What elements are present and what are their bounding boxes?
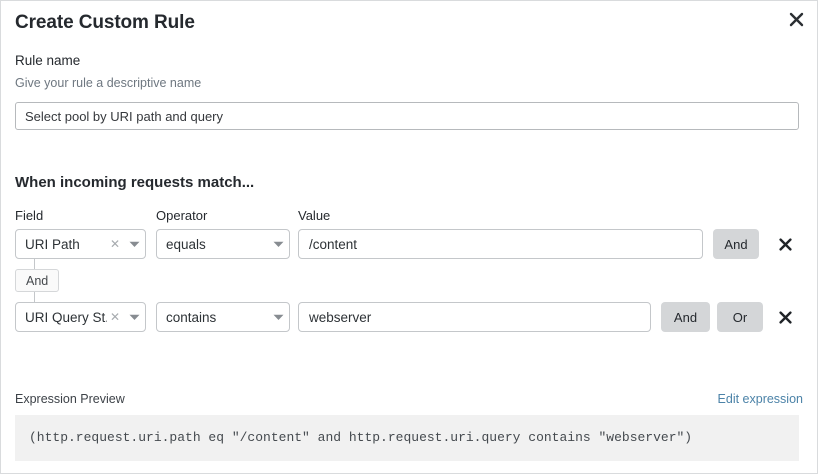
chevron-down-icon[interactable] [267,241,289,248]
delete-condition-button[interactable] [773,229,797,259]
page-title: Create Custom Rule [15,12,195,33]
clear-x-icon[interactable]: ✕ [109,310,121,324]
value-input[interactable] [298,229,703,259]
add-or-condition-button[interactable]: Or [717,302,763,332]
chevron-down-icon[interactable] [123,241,145,248]
condition-row: URI Query St... ✕ contains And Or [1,302,817,332]
close-icon[interactable] [783,6,809,32]
column-header-field: Field [15,208,44,223]
expression-preview-code: (http.request.uri.path eq "/content" and… [15,415,799,461]
connector-line-top [34,259,35,269]
operator-select-value: equals [166,236,206,252]
add-and-condition-button[interactable]: And [661,302,710,332]
column-header-operator: Operator [156,208,208,223]
chevron-down-icon[interactable] [123,314,145,321]
column-header-value: Value [298,208,331,223]
conditions-heading: When incoming requests match... [15,174,255,191]
rule-name-input[interactable] [15,102,799,130]
chevron-down-icon[interactable] [267,314,289,321]
condition-row: URI Path ✕ equals And [1,229,817,259]
connector-and-chip[interactable]: And [15,269,60,292]
expression-preview-label: Expression Preview [15,392,125,406]
operator-select-value: contains [166,309,217,325]
operator-select[interactable]: contains [156,302,290,332]
connector-line-bottom [34,292,35,302]
rule-name-label: Rule name [15,53,81,68]
operator-select[interactable]: equals [156,229,290,259]
field-select-value: URI Path [25,236,80,252]
delete-condition-button[interactable] [773,302,797,332]
rule-name-help-text: Give your rule a descriptive name [15,76,202,90]
value-input[interactable] [298,302,651,332]
field-select[interactable]: URI Path ✕ [15,229,146,259]
add-and-condition-button[interactable]: And [713,229,759,259]
condition-group-connector: And [15,259,135,304]
clear-x-icon[interactable]: ✕ [109,237,121,251]
field-select-value: URI Query St... [25,309,107,325]
field-select[interactable]: URI Query St... ✕ [15,302,146,332]
edit-expression-link[interactable]: Edit expression [717,392,803,406]
